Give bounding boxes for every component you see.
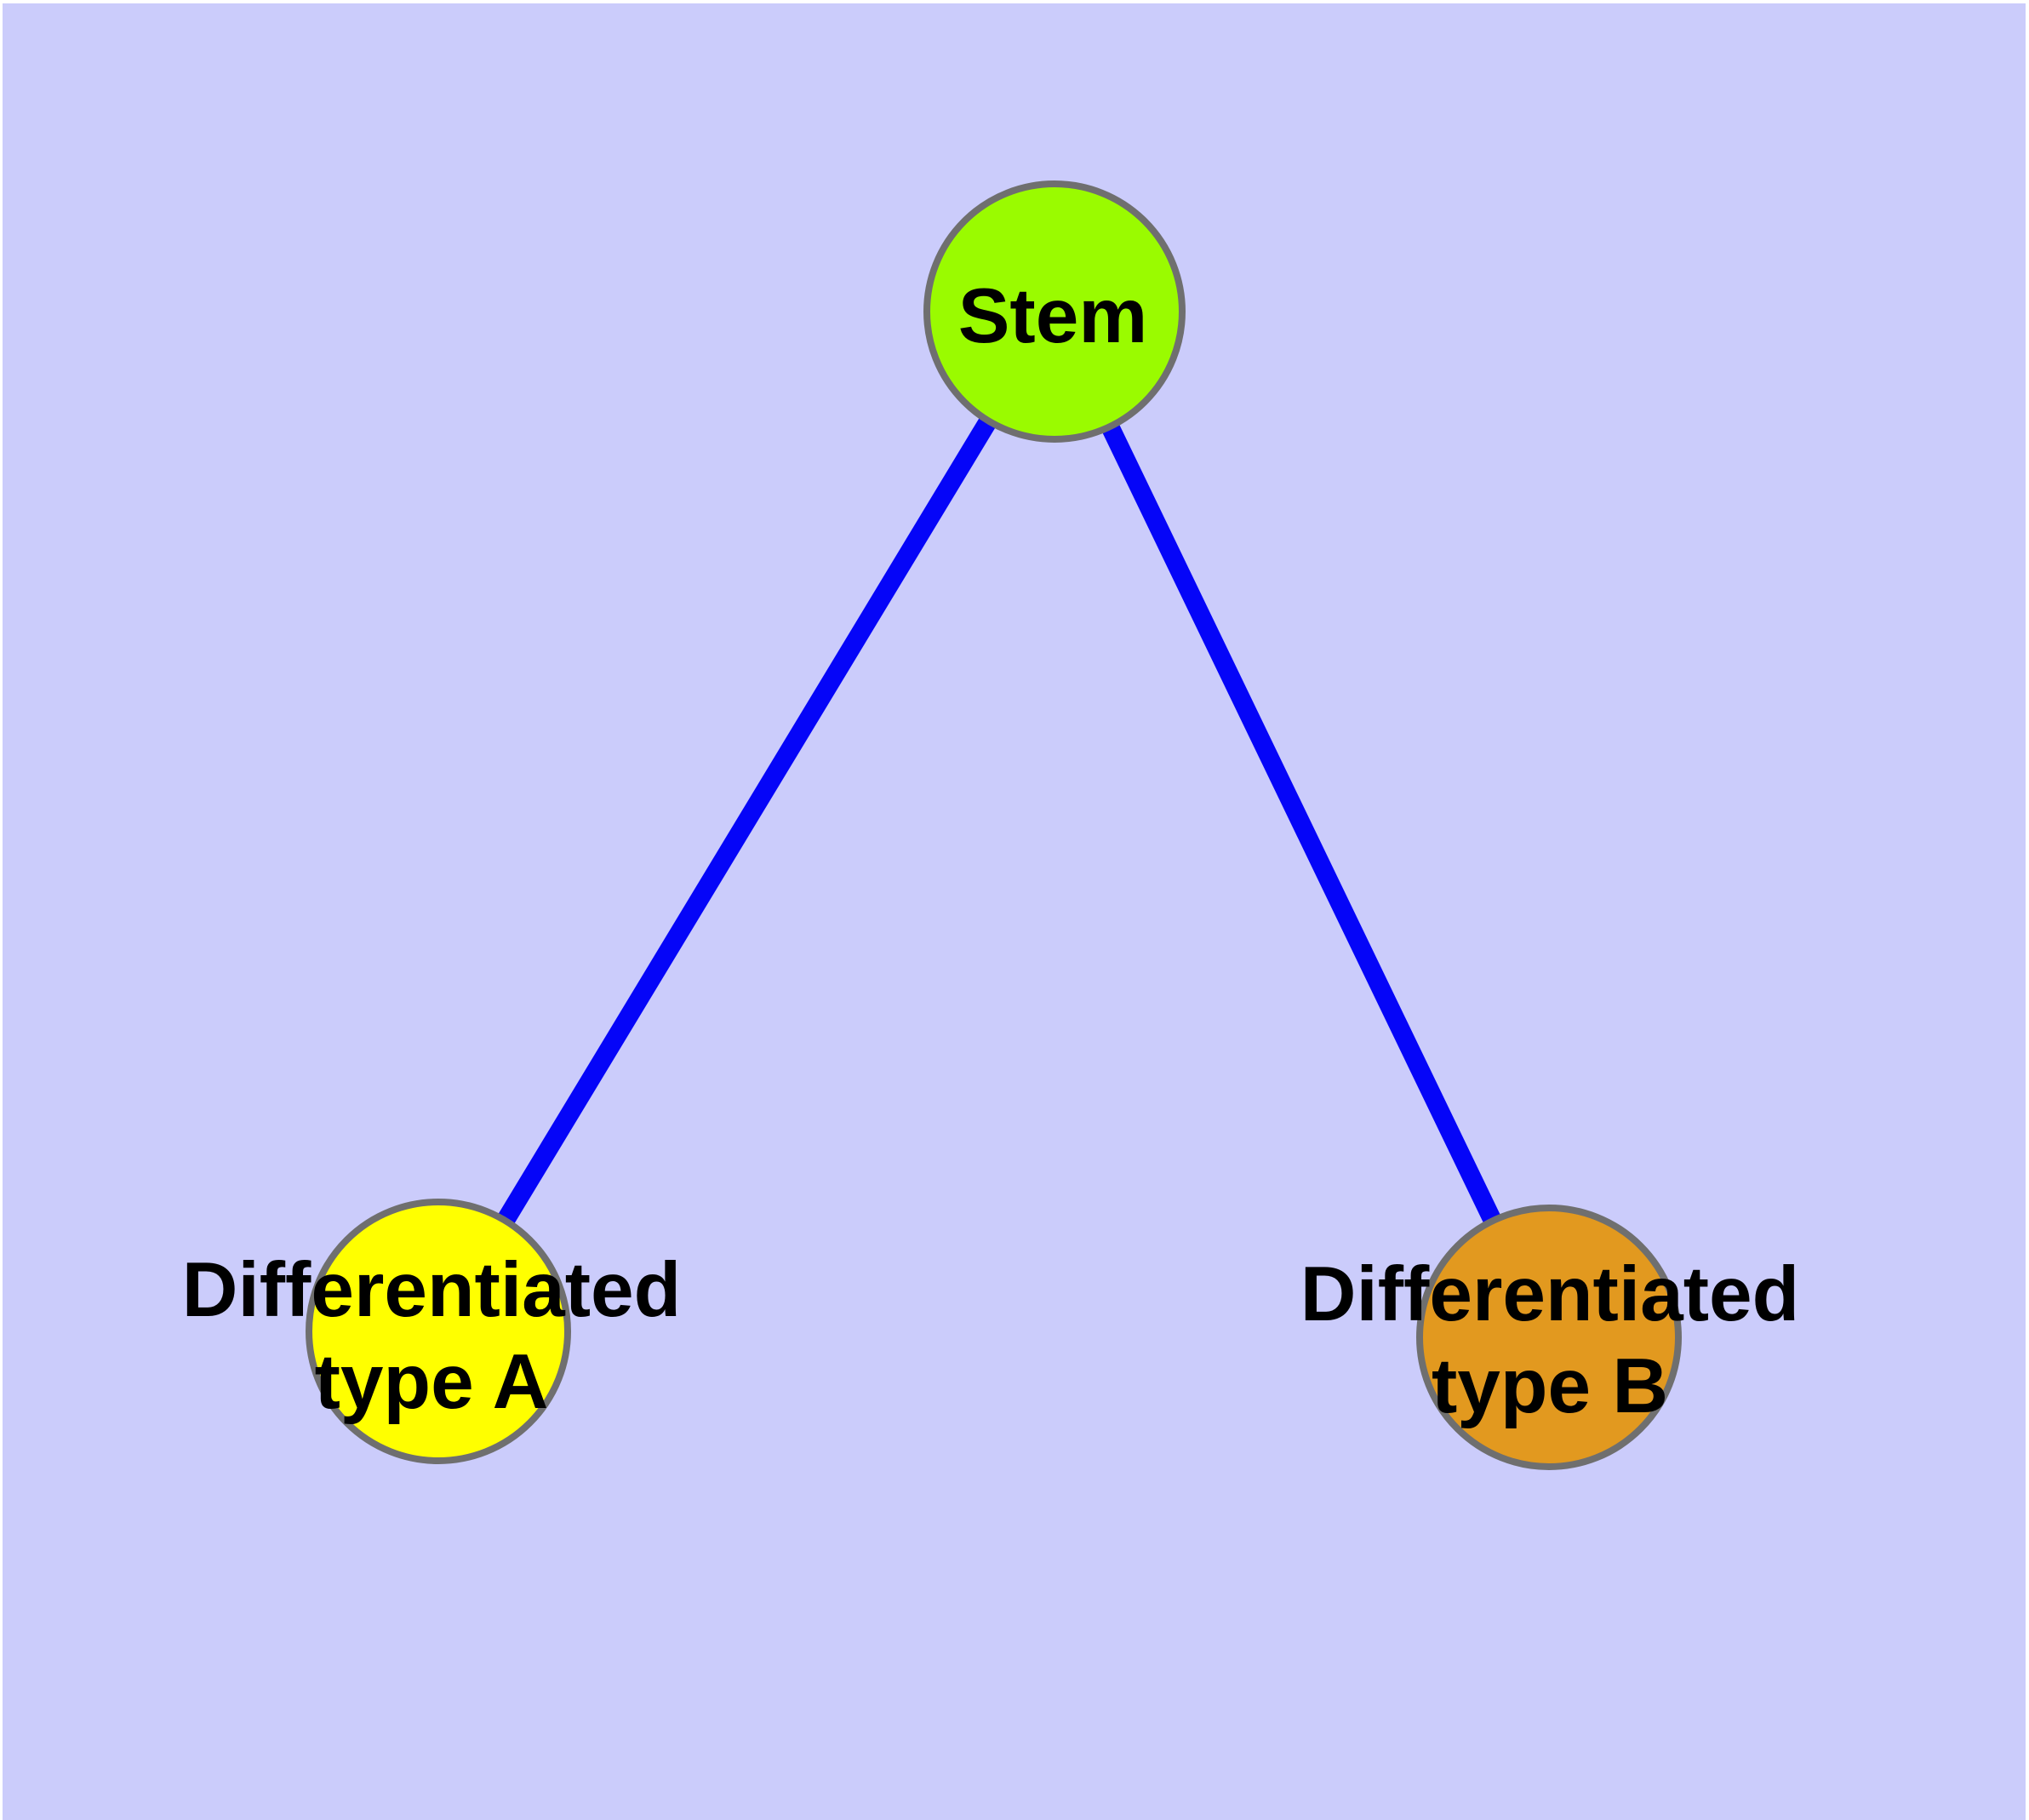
node-label-line: type B: [1431, 1343, 1669, 1429]
node-differentiated-type-b: [1416, 1205, 1682, 1470]
node-differentiated-type-a: [306, 1199, 571, 1464]
node-label-line: type A: [314, 1339, 549, 1425]
node-stem: [923, 180, 1186, 443]
node-label-line: Differentiated: [181, 1247, 682, 1333]
edge-stem-to-type-b: [1046, 307, 1557, 1342]
node-differentiated-type-b-label: Differentiated type B: [1300, 1249, 1800, 1433]
node-differentiated-type-a-label: Differentiated type A: [182, 1245, 682, 1428]
node-stem-label: Stem: [957, 273, 1148, 359]
edge-stem-to-type-a: [430, 306, 1063, 1336]
node-label-line: Differentiated: [1300, 1251, 1800, 1337]
